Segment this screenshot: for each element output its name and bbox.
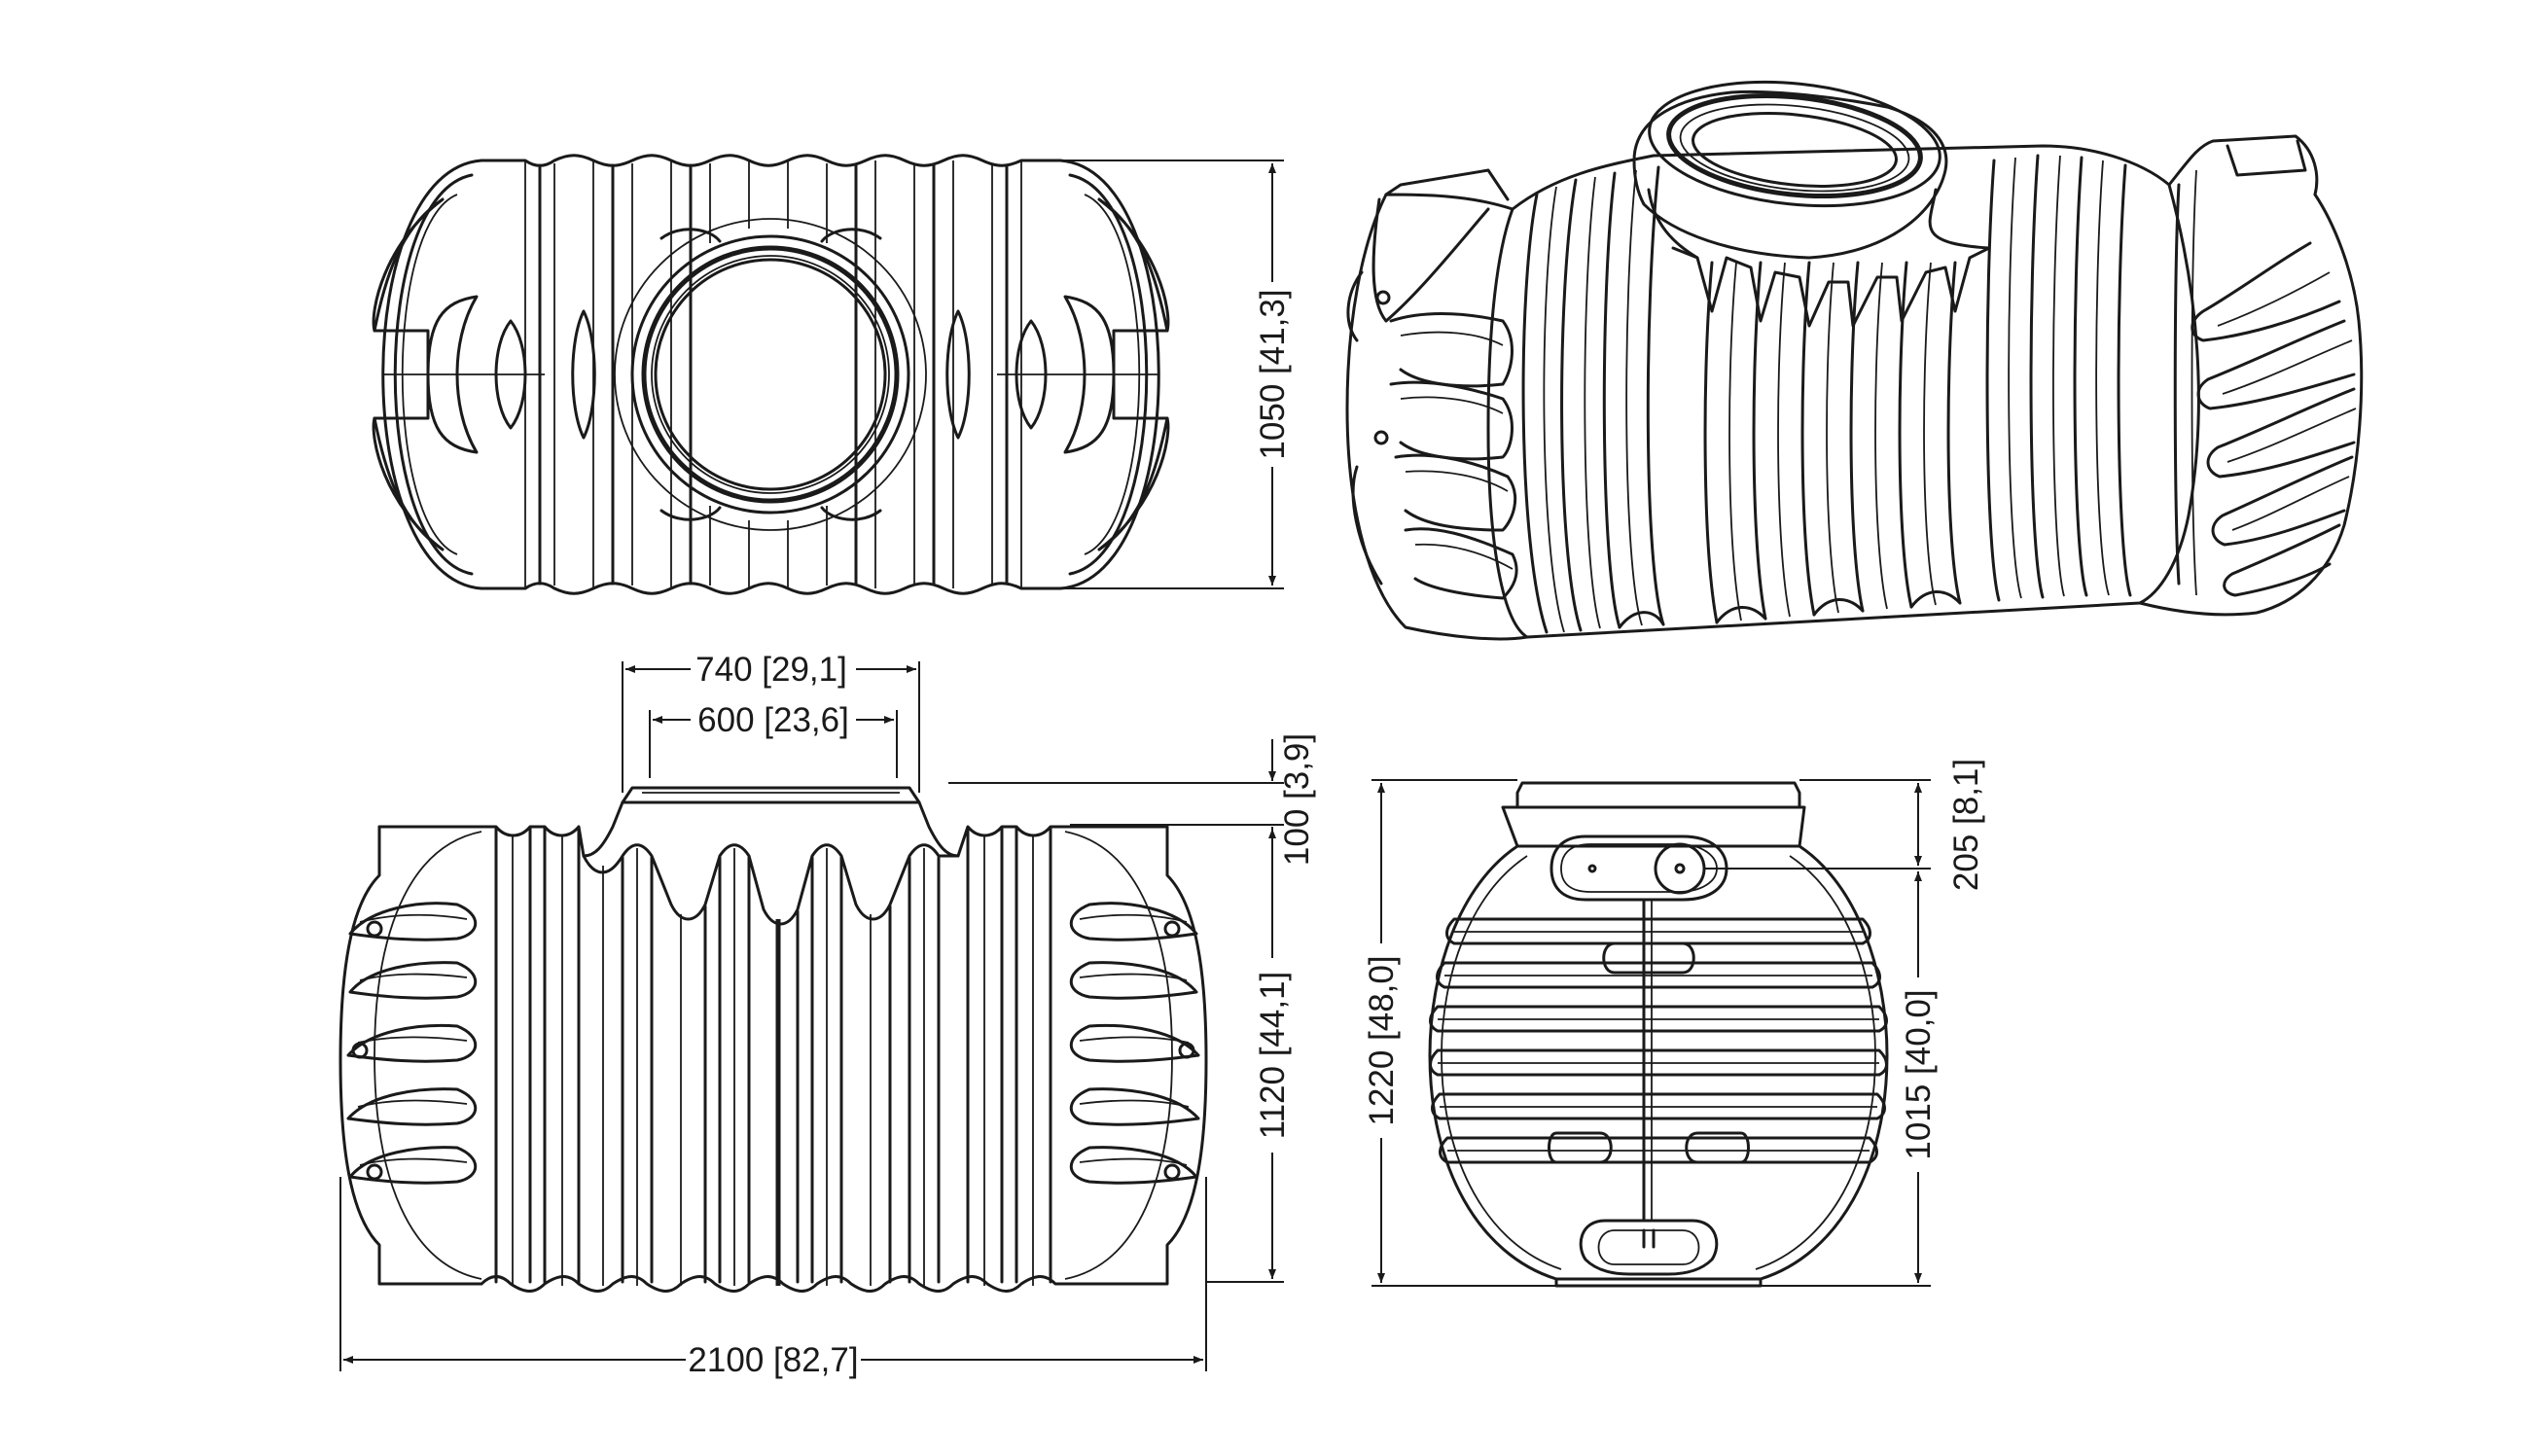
end-view bbox=[1428, 781, 1889, 1288]
dim-inlet-offset: 205 [8,1] bbox=[1947, 759, 1985, 891]
dim-total-length: 2100 [82,7] bbox=[688, 1341, 858, 1379]
isometric-view bbox=[1345, 80, 2364, 641]
dim-inner-collar: 600 [23,6] bbox=[697, 701, 849, 739]
dim-collar-height: 100 [3,9] bbox=[1278, 733, 1316, 866]
side-view bbox=[338, 786, 1208, 1293]
dim-body-height: 1120 [44,1] bbox=[1254, 972, 1292, 1140]
dimension-labels: 1050 [41,3] 740 [29,1] 600 [23,6] 100 [3… bbox=[686, 282, 1985, 1379]
dim-total-height: 1220 [48,0] bbox=[1363, 955, 1401, 1125]
dim-top-height: 1050 [41,3] bbox=[1254, 289, 1292, 459]
top-view bbox=[372, 154, 1170, 595]
dim-outer-collar: 740 [29,1] bbox=[695, 651, 847, 689]
dim-body-width: 1015 [40,0] bbox=[1900, 989, 1938, 1159]
